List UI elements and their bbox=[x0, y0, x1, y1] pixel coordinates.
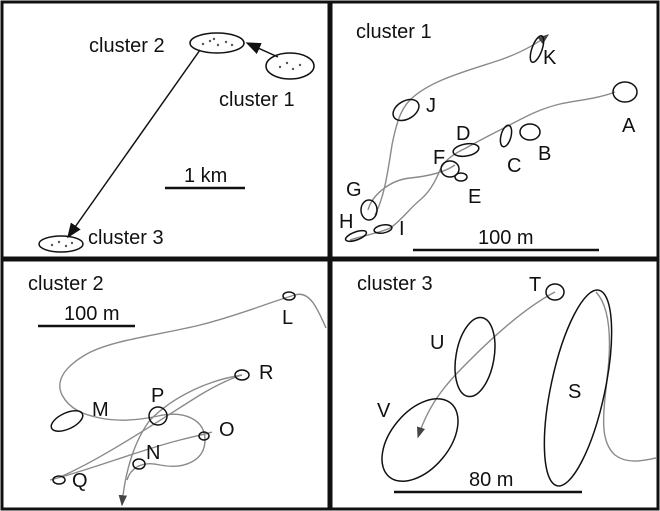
label-I: I bbox=[399, 218, 405, 240]
patch-B bbox=[519, 123, 541, 141]
label-T: T bbox=[529, 274, 541, 296]
label-A: A bbox=[622, 115, 636, 137]
patch-E bbox=[454, 172, 468, 182]
cluster-2-marker bbox=[189, 32, 245, 54]
label-U: U bbox=[430, 332, 444, 354]
scale-label: 100 m bbox=[478, 227, 534, 249]
track-path bbox=[59, 293, 327, 481]
label-P: P bbox=[151, 385, 164, 407]
label-K: K bbox=[543, 47, 557, 69]
label-V: V bbox=[377, 400, 391, 422]
scale-label: 80 m bbox=[469, 469, 513, 491]
label-N: N bbox=[146, 442, 160, 464]
arrow-2-to-3 bbox=[67, 49, 201, 239]
patch-U bbox=[454, 316, 496, 398]
label-C: C bbox=[507, 155, 521, 177]
label-B: B bbox=[538, 143, 551, 165]
label-O: O bbox=[219, 419, 235, 441]
patch-S bbox=[543, 289, 613, 487]
patch-D bbox=[452, 142, 480, 158]
patch-O bbox=[198, 431, 210, 441]
cluster-1-label: cluster 1 bbox=[219, 89, 295, 111]
patch-F bbox=[440, 160, 460, 178]
label-D: D bbox=[456, 123, 470, 145]
cluster-3-marker bbox=[38, 235, 84, 253]
arrow-1-to-2 bbox=[245, 42, 279, 58]
panel-cluster-3: cluster 3 T U S V 80 m bbox=[329, 258, 660, 511]
label-R: R bbox=[259, 362, 273, 384]
label-H: H bbox=[339, 211, 353, 233]
patch-V bbox=[381, 398, 459, 482]
patch-R bbox=[234, 369, 250, 381]
panel-cluster-1: cluster 1 K J A D B F C E G H I 100 m bbox=[329, 0, 660, 260]
track-path bbox=[595, 291, 657, 462]
label-G: G bbox=[346, 179, 362, 201]
label-J: J bbox=[426, 95, 436, 117]
label-M: M bbox=[92, 399, 109, 421]
patch-L bbox=[282, 291, 296, 301]
panel-frame bbox=[329, 0, 660, 260]
cluster-2-label: cluster 2 bbox=[89, 35, 165, 57]
patch-A bbox=[612, 81, 638, 103]
panel-frame bbox=[0, 258, 331, 511]
scale-label: 100 m bbox=[64, 303, 120, 325]
track-path bbox=[349, 91, 616, 241]
cluster-3-label: cluster 3 bbox=[88, 227, 164, 249]
track-path-inner bbox=[367, 164, 456, 211]
patch-K bbox=[529, 34, 545, 64]
scale-label: 1 km bbox=[184, 165, 227, 187]
track-path-2 bbox=[417, 291, 556, 439]
label-S: S bbox=[568, 381, 581, 403]
track-path-2 bbox=[59, 374, 243, 478]
label-Q: Q bbox=[72, 470, 88, 492]
patch-M bbox=[50, 410, 84, 432]
panel-cluster-2: cluster 2 100 m L R M P O N Q bbox=[0, 258, 331, 511]
patch-J bbox=[392, 98, 420, 122]
patch-T bbox=[545, 283, 565, 301]
panel-frame bbox=[329, 258, 660, 511]
panel-title: cluster 3 bbox=[357, 273, 433, 295]
patch-G bbox=[360, 199, 378, 221]
cluster-1-marker bbox=[265, 52, 315, 80]
patch-I bbox=[373, 224, 393, 234]
patch-Q bbox=[52, 475, 66, 485]
patch-C bbox=[499, 124, 513, 148]
patch-H bbox=[344, 229, 368, 243]
panel-frame bbox=[0, 0, 331, 260]
panel-title: cluster 2 bbox=[28, 273, 104, 295]
panel-overview: cluster 2 cluster 1 cluster 3 1 km bbox=[0, 0, 331, 260]
label-E: E bbox=[468, 186, 481, 208]
panel-title: cluster 1 bbox=[356, 21, 432, 43]
patch-P bbox=[148, 406, 168, 426]
track-path-4 bbox=[49, 431, 213, 481]
patch-N bbox=[132, 458, 146, 470]
label-F: F bbox=[433, 147, 445, 169]
label-L: L bbox=[282, 307, 293, 329]
